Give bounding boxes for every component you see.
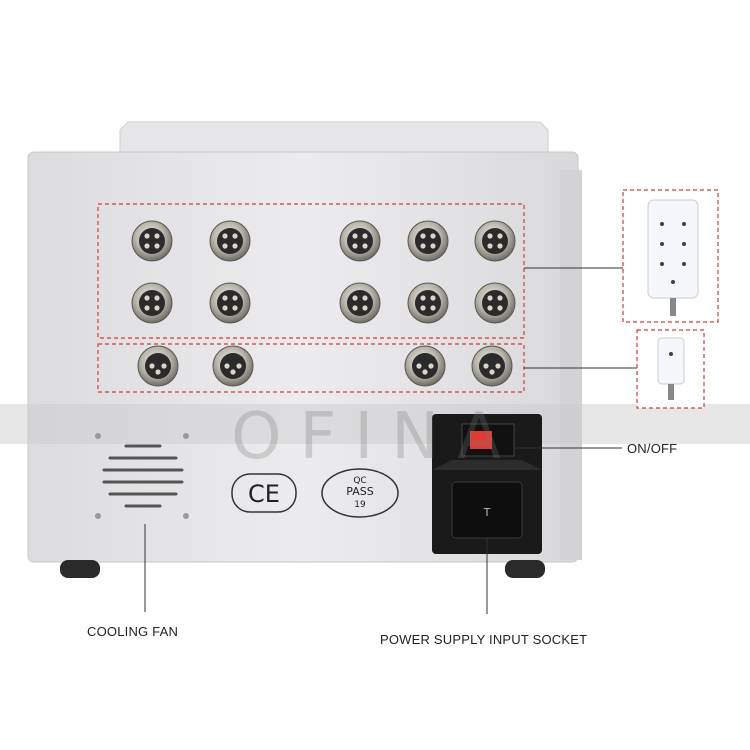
label-power-socket: POWER SUPPLY INPUT SOCKET	[380, 632, 588, 647]
round-4-pin-aviation-connector-icon[interactable]	[407, 220, 449, 262]
qc-badge-line1: QC	[353, 476, 366, 486]
round-4-pin-aviation-connector-icon[interactable]	[474, 282, 516, 324]
label-on-off: ON/OFF	[627, 441, 678, 456]
round-4-pin-aviation-connector-icon[interactable]	[209, 282, 251, 324]
connector-group-4pin	[131, 220, 516, 387]
rocker-switch-icon[interactable]	[470, 431, 492, 449]
small-pad-icon	[657, 337, 685, 385]
round-4-pin-aviation-connector-icon[interactable]	[474, 220, 516, 262]
fuse-text: T	[483, 506, 491, 519]
small-pad-dot-icon	[669, 352, 673, 356]
round-4-pin-aviation-connector-icon[interactable]	[209, 220, 251, 262]
qc-badge-line2: PASS	[346, 485, 373, 498]
watermark-band	[0, 404, 750, 444]
round-4-pin-aviation-connector-icon[interactable]	[131, 220, 173, 262]
watermark-text: OFINA	[231, 400, 519, 474]
device-foot-left	[60, 560, 100, 578]
ce-mark-frame	[231, 473, 297, 513]
large-pad-dots-icon	[660, 222, 686, 284]
label-cooling-fan: COOLING FAN	[87, 624, 179, 639]
round-4-pin-aviation-connector-icon[interactable]	[339, 220, 381, 262]
ce-mark: CE	[248, 480, 280, 508]
round-4-pin-aviation-connector-icon[interactable]	[339, 282, 381, 324]
qc-badge-line3: 19	[354, 500, 366, 510]
device-foot-right	[505, 560, 545, 578]
qc-badge-frame	[321, 468, 399, 518]
round-3-pin-aviation-connector-icon[interactable]	[212, 345, 254, 387]
small-pad-plug-icon	[668, 384, 674, 400]
callout-box-4pin	[97, 203, 525, 339]
round-4-pin-aviation-connector-icon[interactable]	[407, 282, 449, 324]
device-side-panel	[560, 170, 582, 560]
round-4-pin-aviation-connector-icon[interactable]	[131, 282, 173, 324]
vent-grille-icon	[95, 433, 189, 519]
round-3-pin-aviation-connector-icon[interactable]	[471, 345, 513, 387]
round-3-pin-aviation-connector-icon[interactable]	[137, 345, 179, 387]
large-pad-plug-icon	[670, 298, 676, 316]
power-module-flange	[432, 460, 542, 470]
round-3-pin-aviation-connector-icon[interactable]	[404, 345, 446, 387]
